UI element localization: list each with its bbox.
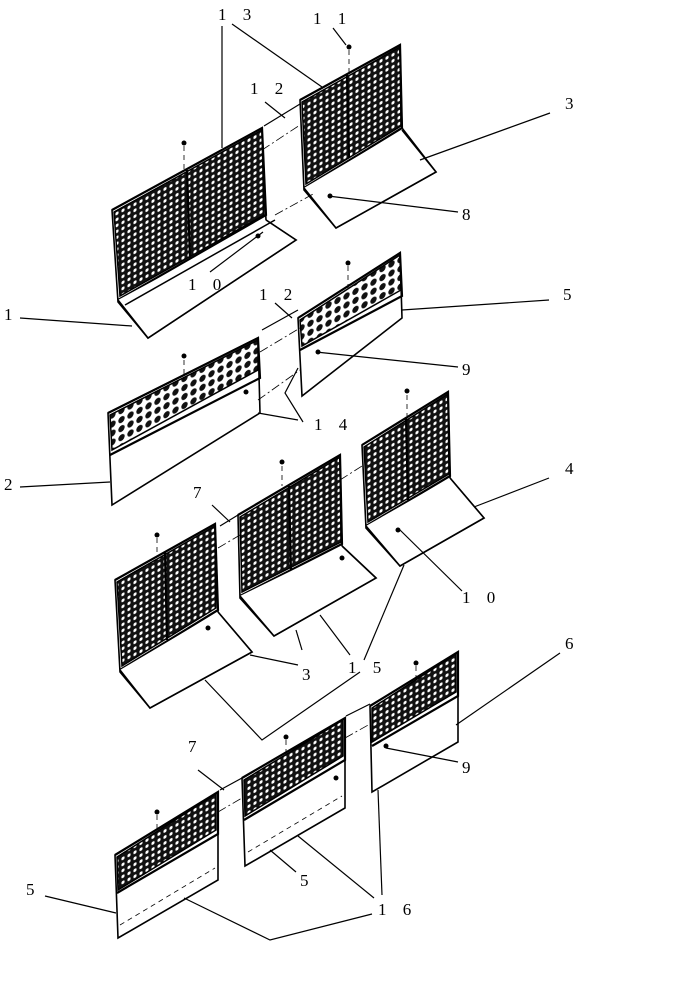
- assembly-second: [107, 251, 404, 507]
- panel-c: [361, 388, 486, 568]
- assembly-top: [111, 43, 438, 340]
- panel-bottom-b: [241, 716, 347, 868]
- callout-9-second: 9: [462, 360, 477, 379]
- callout-10-top: 1 0: [188, 275, 227, 294]
- callout-12-second: 1 2: [259, 285, 298, 304]
- panel-a: [114, 522, 254, 710]
- panel-right-small: [299, 43, 438, 230]
- callout-10-third: 1 0: [462, 588, 501, 607]
- callout-7-bottom: 7: [188, 737, 203, 756]
- callout-16: 1 6: [378, 900, 417, 919]
- callout-1: 1: [4, 305, 19, 324]
- callout-8: 8: [462, 205, 477, 224]
- callout-4: 4: [565, 459, 580, 478]
- panel-left-large: [111, 126, 298, 340]
- callout-7-third: 7: [193, 483, 208, 502]
- callout-5-second: 5: [563, 285, 578, 304]
- callout-2: 2: [4, 475, 19, 494]
- panel-bottom-c: [369, 650, 460, 794]
- callout-15: 1 5: [348, 658, 387, 677]
- leader-lines: [19, 23, 561, 941]
- callout-5-bottom-left: 5: [26, 880, 41, 899]
- callout-3-top: 3: [565, 94, 580, 113]
- assembly-third: [114, 388, 486, 710]
- callout-9-bottom: 9: [462, 758, 477, 777]
- panel-bottom-a: [114, 790, 220, 940]
- panel-left-long: [107, 336, 262, 507]
- callout-3-third: 3: [302, 665, 317, 684]
- panel-b: [237, 453, 378, 638]
- callout-13: 1 3: [218, 5, 257, 24]
- callout-5-bottom-mid: 5: [300, 871, 315, 890]
- callout-6: 6: [565, 634, 580, 653]
- callout-12-top: 1 2: [250, 79, 289, 98]
- callout-11: 1 1: [313, 9, 352, 28]
- callout-labels: 1 3 1 1 1 2 3 8 1 0 1 2 5 1 9 1 4 2 4 7 …: [4, 5, 580, 919]
- assembly-bottom: [114, 650, 460, 940]
- callout-14: 1 4: [314, 415, 353, 434]
- panel-right-short: [297, 251, 404, 398]
